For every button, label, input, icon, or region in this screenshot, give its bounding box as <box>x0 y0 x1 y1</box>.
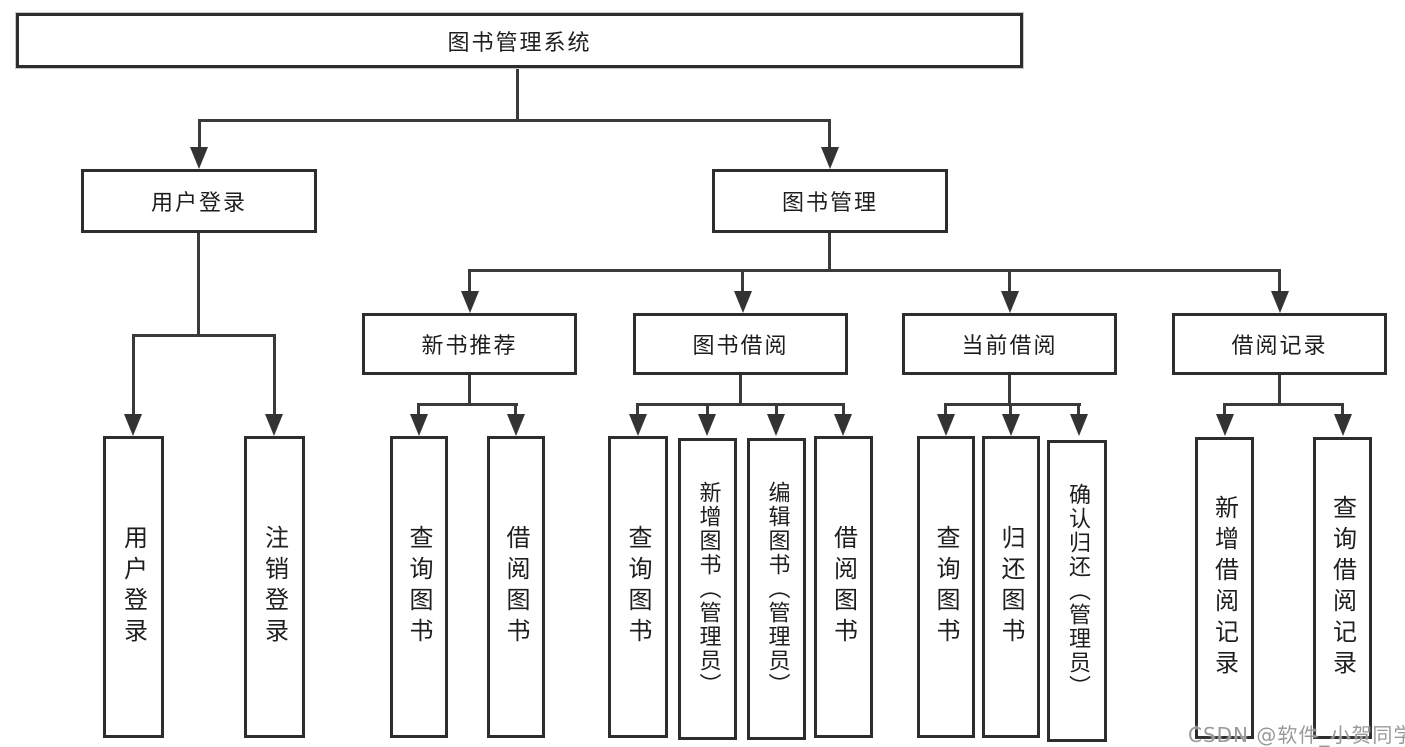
leaf-logout: 注销登录 <box>244 436 305 738</box>
arrow-down-icon <box>1070 414 1088 436</box>
node-label: 图书管理 <box>781 191 878 216</box>
arrow-down-icon <box>1271 291 1289 313</box>
node-label: 编辑图书（管理员） <box>764 481 790 697</box>
leaf-return-books: 归还图书 <box>982 436 1040 738</box>
node-book-borrow: 图书借阅 <box>633 313 848 375</box>
node-label: 新书推荐 <box>421 334 518 359</box>
connector-line <box>1278 269 1281 293</box>
connector-line <box>273 334 276 414</box>
arrow-down-icon <box>937 414 955 436</box>
arrow-down-icon <box>461 291 479 313</box>
connector-line <box>1077 403 1080 414</box>
connector-line <box>706 403 709 414</box>
connector-line <box>132 334 135 414</box>
arrow-down-icon <box>1001 291 1019 313</box>
connector-line <box>1278 375 1281 406</box>
arrow-down-icon <box>190 147 208 169</box>
arrow-down-icon <box>265 414 283 436</box>
connector-line <box>1223 403 1226 414</box>
connector-line <box>842 403 845 414</box>
connector-line <box>1341 403 1344 414</box>
arrow-down-icon <box>821 147 839 169</box>
node-label: 借阅图书 <box>502 525 530 649</box>
connector-line <box>468 375 471 406</box>
arrow-down-icon <box>1334 414 1352 436</box>
connector-line <box>1223 403 1344 406</box>
arrow-down-icon <box>1002 414 1020 436</box>
connector-line <box>828 119 831 148</box>
leaf-recommend-query-books: 查询图书 <box>390 436 448 738</box>
connector-line <box>132 334 276 337</box>
node-label: 注销登录 <box>260 525 289 649</box>
node-current-borrow: 当前借阅 <box>902 313 1117 375</box>
node-user-login: 用户登录 <box>81 169 317 233</box>
arrow-down-icon <box>767 414 785 436</box>
connector-line <box>636 403 845 406</box>
arrow-down-icon <box>410 414 428 436</box>
arrow-down-icon <box>734 291 752 313</box>
leaf-recommend-borrow-books: 借阅图书 <box>487 436 545 738</box>
connector-line <box>636 403 639 414</box>
connector-line <box>198 119 831 122</box>
csdn-watermark: CSDN @软件_小贺同学 <box>1188 723 1405 747</box>
node-label: 新增图书（管理员） <box>695 481 721 697</box>
connector-line <box>944 403 1081 406</box>
connector-line <box>1008 269 1011 293</box>
node-label: 新增借阅记录 <box>1210 495 1239 681</box>
node-new-book-recommend: 新书推荐 <box>362 313 577 375</box>
leaf-confirm-return-admin: 确认归还（管理员） <box>1047 440 1107 742</box>
connector-line <box>514 403 517 414</box>
arrow-down-icon <box>124 414 142 436</box>
connector-line <box>197 233 200 337</box>
node-label: 当前借阅 <box>961 334 1058 359</box>
node-label: 用户登录 <box>150 191 247 216</box>
leaf-query-borrow-record: 查询借阅记录 <box>1313 437 1372 739</box>
leaf-edit-books-admin: 编辑图书（管理员） <box>747 438 806 740</box>
node-label: 归还图书 <box>997 525 1025 649</box>
arrow-down-icon <box>698 414 716 436</box>
connector-line <box>1009 403 1012 414</box>
arrow-down-icon <box>507 414 525 436</box>
connector-line <box>944 403 947 414</box>
leaf-borrow-query-books: 查询图书 <box>608 436 668 738</box>
node-label: 借阅记录 <box>1231 334 1328 359</box>
node-label: 查询图书 <box>932 525 960 649</box>
node-label: 确认归还（管理员） <box>1065 483 1090 699</box>
connector-line <box>775 403 778 414</box>
node-label: 查询借阅记录 <box>1328 495 1357 681</box>
arrow-down-icon <box>1216 414 1234 436</box>
connector-line <box>828 233 831 272</box>
connector-line <box>468 269 1281 272</box>
node-library-system: 图书管理系统 <box>16 13 1023 68</box>
arrow-down-icon <box>629 414 647 436</box>
connector-line <box>468 269 471 293</box>
node-label: 图书借阅 <box>692 334 789 359</box>
leaf-add-borrow-record: 新增借阅记录 <box>1195 437 1254 739</box>
connector-line <box>417 403 420 414</box>
connector-line <box>739 375 742 406</box>
leaf-add-books-admin: 新增图书（管理员） <box>678 438 737 740</box>
node-label: 图书管理系统 <box>447 30 592 56</box>
node-label: 用户登录 <box>119 525 148 649</box>
leaf-current-query-books: 查询图书 <box>917 436 975 738</box>
node-label: 查询图书 <box>624 525 652 649</box>
connector-line <box>1008 375 1011 406</box>
connector-line <box>741 269 744 293</box>
node-borrow-records: 借阅记录 <box>1172 313 1387 375</box>
leaf-user-login: 用户登录 <box>103 436 164 738</box>
node-label: 借阅图书 <box>829 525 858 649</box>
node-book-management: 图书管理 <box>712 169 948 233</box>
node-label: 查询图书 <box>405 525 433 649</box>
connector-line <box>198 119 201 148</box>
connector-line <box>417 403 518 406</box>
connector-line <box>516 68 519 122</box>
arrow-down-icon <box>834 414 852 436</box>
leaf-borrow-books: 借阅图书 <box>814 436 873 738</box>
